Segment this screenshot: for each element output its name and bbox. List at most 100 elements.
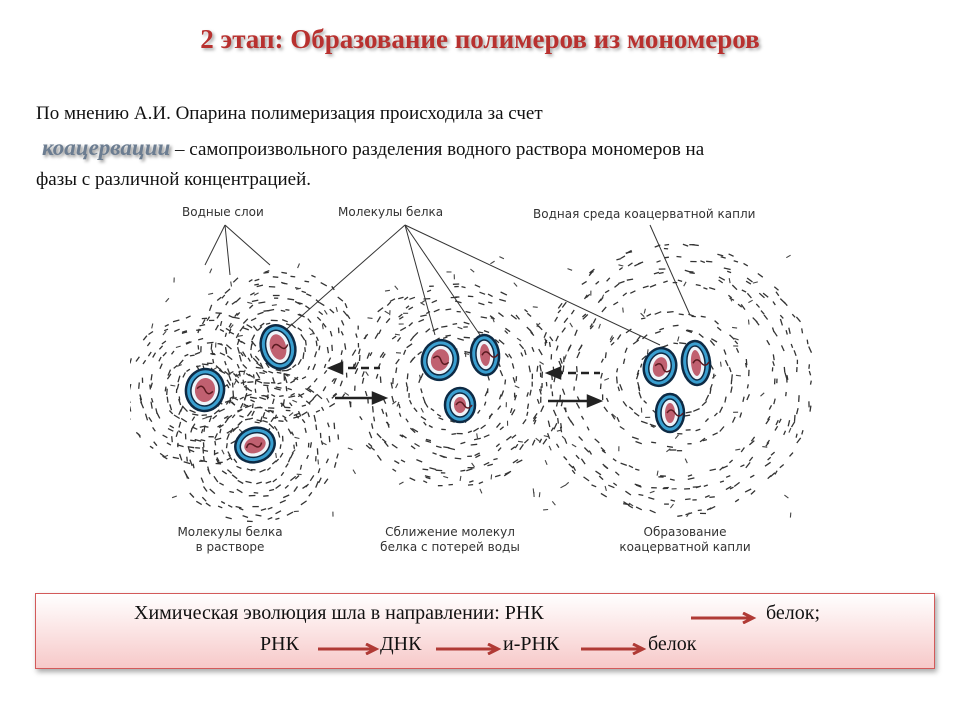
slide-title: 2 этап: Образование полимеров из мономер… xyxy=(200,24,760,54)
water-dash xyxy=(589,268,595,274)
water-dash xyxy=(226,469,233,474)
water-dash xyxy=(315,481,319,488)
water-dash xyxy=(275,386,282,389)
water-dash xyxy=(779,314,784,319)
water-dash xyxy=(208,292,214,295)
water-dash xyxy=(209,268,213,274)
water-dash xyxy=(619,384,623,391)
water-dash xyxy=(643,400,648,404)
water-dash xyxy=(224,332,228,337)
water-dash xyxy=(250,340,257,347)
water-dash xyxy=(254,406,262,409)
water-dash xyxy=(236,363,240,369)
water-dash xyxy=(194,351,201,356)
water-dash xyxy=(150,401,153,409)
water-dash xyxy=(203,425,206,432)
water-dash xyxy=(248,304,254,309)
water-dash xyxy=(376,454,382,461)
water-dash xyxy=(528,365,531,373)
water-dash xyxy=(394,285,399,290)
protein-molecule xyxy=(654,392,686,434)
water-dash xyxy=(263,416,268,420)
water-dash xyxy=(385,317,391,324)
water-dash xyxy=(612,458,617,462)
water-dash xyxy=(271,394,276,398)
water-dash xyxy=(336,453,339,459)
water-dash xyxy=(376,433,382,439)
water-dash xyxy=(598,323,601,329)
water-dash xyxy=(432,452,437,455)
water-dash xyxy=(412,331,419,338)
water-dash xyxy=(194,438,202,442)
water-dash xyxy=(555,402,559,407)
protein-molecule xyxy=(680,339,712,387)
water-dash xyxy=(793,414,796,422)
water-dash xyxy=(490,260,495,265)
water-dash xyxy=(748,456,754,462)
water-dash xyxy=(725,474,731,478)
water-dash xyxy=(589,325,594,330)
arrow-rnk-protein xyxy=(691,612,757,624)
water-dash xyxy=(719,361,722,367)
water-dash xyxy=(700,260,706,264)
water-dash xyxy=(300,500,307,506)
water-dash xyxy=(370,446,376,451)
pointer-water-3 xyxy=(204,224,226,266)
water-dash xyxy=(474,452,480,457)
water-dash xyxy=(557,417,560,424)
water-dash xyxy=(219,320,223,327)
water-dash xyxy=(741,289,747,293)
water-dash xyxy=(420,416,427,421)
water-dash xyxy=(355,333,358,338)
water-dash xyxy=(178,453,183,461)
water-dash xyxy=(544,339,548,344)
water-dash xyxy=(285,323,292,327)
label-stage-2: Сближение молекул белка с потерей воды xyxy=(370,525,530,555)
water-dash xyxy=(138,382,140,389)
water-dash xyxy=(297,358,302,366)
water-dash xyxy=(174,328,180,333)
water-dash xyxy=(755,320,760,326)
water-dash xyxy=(572,465,577,472)
water-dash xyxy=(202,449,209,452)
water-dash xyxy=(429,467,437,471)
water-dash xyxy=(263,495,269,497)
water-dash xyxy=(231,474,238,480)
water-dash xyxy=(755,303,760,308)
water-dash xyxy=(561,388,566,395)
water-dash xyxy=(514,443,519,449)
water-dash xyxy=(152,352,157,358)
water-dash xyxy=(308,388,315,394)
water-dash xyxy=(531,439,536,446)
water-dash xyxy=(225,344,232,350)
water-dash xyxy=(476,433,479,439)
water-dash xyxy=(227,371,234,376)
water-dash xyxy=(464,351,467,358)
water-dash xyxy=(259,362,264,369)
water-dash xyxy=(737,303,743,308)
water-dash xyxy=(654,311,662,315)
water-dash xyxy=(248,417,254,420)
water-dash xyxy=(742,396,745,403)
water-dash xyxy=(275,369,282,372)
water-dash xyxy=(570,309,575,315)
water-dash xyxy=(724,396,727,403)
water-dash xyxy=(237,479,244,485)
water-dash xyxy=(539,361,544,365)
label-stage-3: Образование коацерватной капли xyxy=(610,525,760,555)
water-dash xyxy=(515,314,521,320)
water-dash xyxy=(685,329,693,334)
water-dash xyxy=(551,375,553,381)
water-dash xyxy=(280,309,286,313)
water-dash xyxy=(393,460,400,465)
water-dash xyxy=(195,500,203,506)
water-dash xyxy=(340,350,343,356)
water-dash xyxy=(245,372,251,377)
water-dash xyxy=(709,388,712,395)
water-dash xyxy=(499,298,507,302)
water-dash xyxy=(274,387,281,391)
water-dash xyxy=(240,340,246,345)
water-dash xyxy=(242,351,247,358)
water-dash xyxy=(404,296,409,301)
water-dash xyxy=(400,459,406,463)
